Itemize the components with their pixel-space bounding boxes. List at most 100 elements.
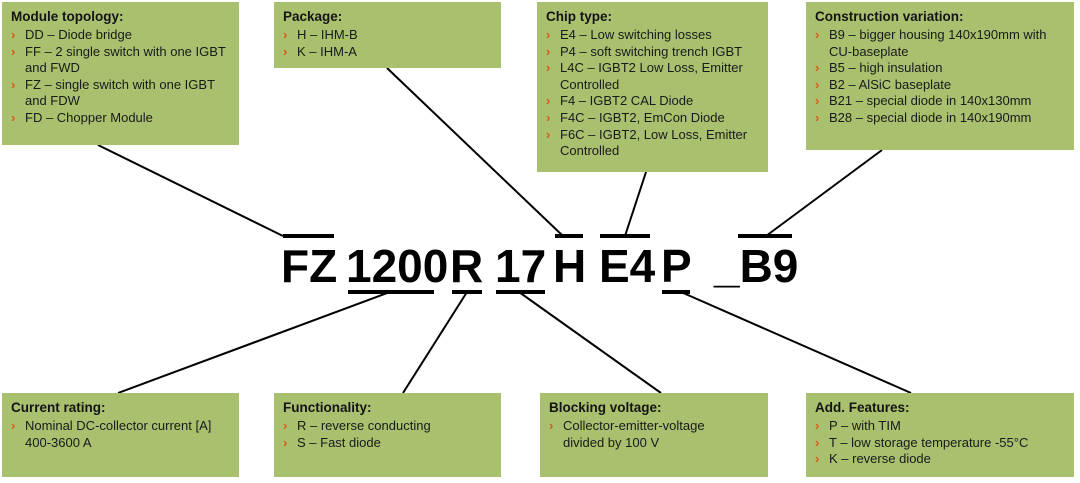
list-item: › B28 – special diode in 140x190mm [815,110,1066,127]
list-item: › B21 – special diode in 140x130mm [815,93,1066,110]
item-text: K – reverse diode [829,451,931,467]
bullet-icon: › [815,93,820,109]
bullet-icon: › [283,418,288,433]
box-title: Module topology: [11,9,124,24]
bullet-icon: › [546,126,551,142]
item-text: Nominal DC-collector current [A] 400-360… [25,418,212,450]
item-text: B21 – special diode in 140x130mm [829,93,1032,109]
connector-blocking [518,291,662,394]
box-add-features: Add. Features: › P – with TIM › T – low st… [806,393,1074,477]
list-item: › F6C – IGBT2, Low Loss, Emitter Controll… [546,127,760,160]
item-text: P4 – soft switching trench IGBT [560,43,743,59]
list-item: › T – low storage temperature -55°C [815,435,1066,452]
box-module-topology: Module topology: ›DD – Diode bridge ›FF … [2,2,239,145]
connector-construction [765,149,883,237]
list-item: ›FZ – single switch with one IGBT and FD… [11,77,231,110]
item-text: FF – 2 single switch with one IGBT and F… [25,43,226,76]
item-text: B2 – AlSiC baseplate [829,76,952,92]
code-part-functionality: R [450,240,484,292]
list-item: › R – reverse conducting [283,418,493,435]
box-title: Package: [283,9,343,24]
list-item: › L4C – IGBT2 Low Loss, Emitter Controlle… [546,60,760,93]
item-text: K – IHM-A [297,43,357,59]
list-item: › P – with TIM [815,418,1066,435]
bullet-icon: › [815,76,820,92]
code-part-features: P [661,240,692,292]
code-part-topology: FZ [281,240,338,292]
list-item: › K – reverse diode [815,451,1066,468]
item-text: F4 – IGBT2 CAL Diode [560,93,694,109]
item-list: › R – reverse conducting › S – Fast diode [283,418,493,451]
list-item: ›FD – Chopper Module [11,110,231,127]
item-text: DD – Diode bridge [25,27,132,42]
list-item: › P4 – soft switching trench IGBT [546,44,760,61]
bullet-icon: › [549,418,554,433]
item-text: Collector-emitter-voltage divided by 100… [563,418,705,450]
item-list: ›B9 – bigger housing 140x190mm with CU-b… [815,27,1066,127]
item-text: B5 – high insulation [829,60,943,76]
bullet-icon: › [11,43,16,59]
list-item: › F4C – IGBT2, EmCon Diode [546,110,760,127]
bullet-icon: › [815,60,820,76]
list-item: › K – IHM-A [283,44,493,61]
box-chip-type: Chip type: ›E4 – Low switching losses ›P… [537,2,768,172]
bullet-icon: › [815,109,820,125]
bullet-icon: › [283,43,288,59]
connector-current [117,291,391,394]
bullet-icon: › [815,27,820,42]
item-text: H – IHM-B [297,27,358,42]
connector-functionality [402,291,468,394]
item-text: F4C – IGBT2, EmCon Diode [560,109,725,125]
item-text: P – with TIM [829,418,901,433]
item-text: L4C – IGBT2 Low Loss, Emitter Controlled [560,60,743,92]
item-text: F6C – IGBT2, Low Loss, Emitter Controlle… [560,126,748,159]
item-list: › Nominal DC-collector current [A] 400-36… [11,418,231,451]
bullet-icon: › [546,109,551,125]
bullet-icon: › [815,451,820,467]
bullet-icon: › [546,93,551,109]
list-item: › F4 – IGBT2 CAL Diode [546,93,760,110]
item-text: R – reverse conducting [297,418,431,433]
list-item: ›DD – Diode bridge [11,27,231,44]
item-list: › H – IHM-B › K – IHM-A [283,27,493,60]
code-part-package: H [553,240,587,292]
list-item: › H – IHM-B [283,27,493,44]
code-part-chip: E4 [599,240,656,292]
item-text: FD – Chopper Module [25,109,153,125]
list-item: › S – Fast diode [283,435,493,452]
bullet-icon: › [546,43,551,59]
item-text: B28 – special diode in 140x190mm [829,109,1032,125]
box-title: Construction variation: [815,9,964,24]
bullet-icon: › [283,27,288,42]
connector-features [680,291,912,394]
connector-topology [97,144,284,237]
list-item: ›E4 – Low switching losses [546,27,760,44]
box-title: Chip type: [546,9,612,24]
box-title: Add. Features: [815,400,910,415]
bullet-icon: › [815,434,820,450]
list-item: › Collector-emitter-voltage divided by 10… [549,418,720,451]
bullet-icon: › [546,60,551,76]
item-list: › P – with TIM › T – low storage temperatu… [815,418,1066,468]
item-text: T – low storage temperature -55°C [829,434,1029,450]
bullet-icon: › [815,418,820,433]
item-text: S – Fast diode [297,434,381,450]
box-blocking-voltage: Blocking voltage: › Collector-emitter-vol… [540,393,768,477]
box-functionality: Functionality: › R – reverse conducting ›… [274,393,501,477]
bullet-icon: › [11,76,16,92]
box-title: Functionality: [283,400,372,415]
item-list: ›E4 – Low switching losses ›P4 – soft sw… [546,27,760,160]
box-title: Blocking voltage: [549,400,662,415]
bullet-icon: › [11,418,16,433]
code-part-voltage: 17 [495,240,547,292]
connector-chip-type [624,171,647,237]
box-package: Package: › H – IHM-B › K – IHM-A [274,2,501,68]
list-item: › B5 – high insulation [815,60,1066,77]
list-item: › Nominal DC-collector current [A] 400-36… [11,418,231,451]
item-text: E4 – Low switching losses [560,27,712,42]
box-current-rating: Current rating: ›Nominal DC-collector cu… [2,393,239,477]
list-item: › B2 – AlSiC baseplate [815,77,1066,94]
box-construction-variation: Construction variation: ›B9 – bigger hou… [806,2,1074,150]
bullet-icon: › [283,434,288,450]
